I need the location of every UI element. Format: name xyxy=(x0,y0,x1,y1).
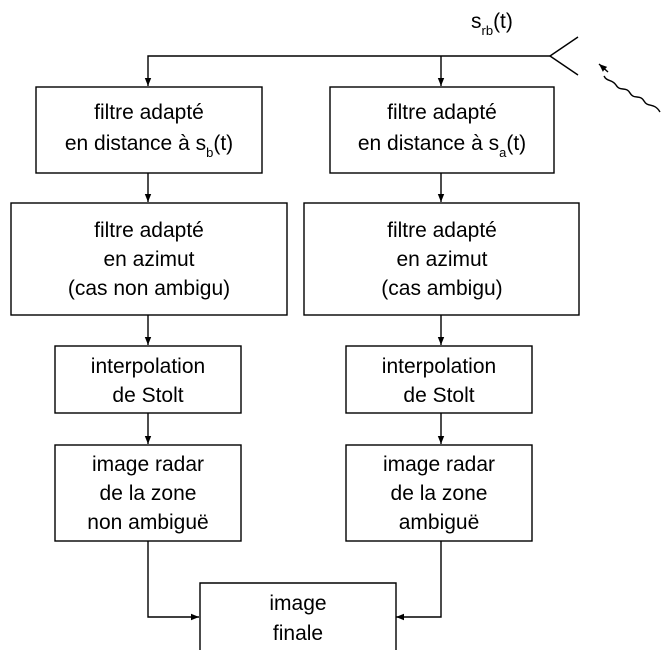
right-azimuth-filter-box xyxy=(303,202,580,316)
left-azimuth-line1: filtre adapté xyxy=(94,219,204,242)
right-azimuth-line1: filtre adapté xyxy=(387,219,497,242)
left-image-box xyxy=(54,444,242,542)
signal-tail: (t) xyxy=(493,10,513,33)
signal-main: s xyxy=(471,10,482,33)
left-range-filter-line2: en distance à sb(t) xyxy=(65,132,233,160)
incoming-wave-icon xyxy=(603,75,661,113)
right-range-filter-line2: en distance à sa(t) xyxy=(358,132,526,160)
final-image-line2: finale xyxy=(273,622,323,645)
left-image-line1: image radar xyxy=(92,453,204,476)
right-range-filter-prefix: en distance à s xyxy=(358,132,499,155)
left-stolt-line2: de Stolt xyxy=(112,384,183,407)
left-image-line3: non ambiguë xyxy=(87,511,208,534)
right-image-line2: de la zone xyxy=(391,482,488,505)
signal-label: srb(t) xyxy=(471,10,513,38)
right-range-filter-box xyxy=(329,86,555,174)
right-range-filter-tail: (t) xyxy=(506,132,526,155)
incoming-wave-arrow xyxy=(598,63,609,73)
right-stolt-line2: de Stolt xyxy=(403,384,474,407)
left-stolt-line1: interpolation xyxy=(91,355,205,378)
signal-sub: rb xyxy=(482,23,494,38)
left-stolt-box xyxy=(54,345,242,414)
left-azimuth-filter-box xyxy=(10,202,288,316)
right-to-final-arrow xyxy=(396,541,442,621)
left-azimuth-line3: (cas non ambigu) xyxy=(68,277,230,300)
right-stolt-line1: interpolation xyxy=(382,355,496,378)
right-range-filter-sub: a xyxy=(499,145,507,160)
right-azimuth-line3: (cas ambigu) xyxy=(381,277,502,300)
feed-line xyxy=(144,55,550,86)
left-range-filter-tail: (t) xyxy=(213,132,233,155)
right-image-line3: ambiguë xyxy=(399,511,480,534)
right-azimuth-line2: en azimut xyxy=(396,248,487,271)
left-range-filter-prefix: en distance à s xyxy=(65,132,206,155)
left-azimuth-line2: en azimut xyxy=(103,248,194,271)
left-to-final-arrow xyxy=(147,541,199,621)
left-range-filter-sub: b xyxy=(206,145,213,160)
final-image-line1: image xyxy=(269,592,326,615)
left-image-line2: de la zone xyxy=(100,482,197,505)
left-range-filter-line1: filtre adapté xyxy=(94,101,204,124)
right-stolt-box xyxy=(345,345,533,414)
right-range-filter-line1: filtre adapté xyxy=(387,101,497,124)
left-range-filter-box xyxy=(35,86,263,174)
antenna-icon xyxy=(549,36,579,76)
right-image-box xyxy=(345,444,533,542)
right-image-line1: image radar xyxy=(383,453,495,476)
final-image-box xyxy=(199,582,397,650)
